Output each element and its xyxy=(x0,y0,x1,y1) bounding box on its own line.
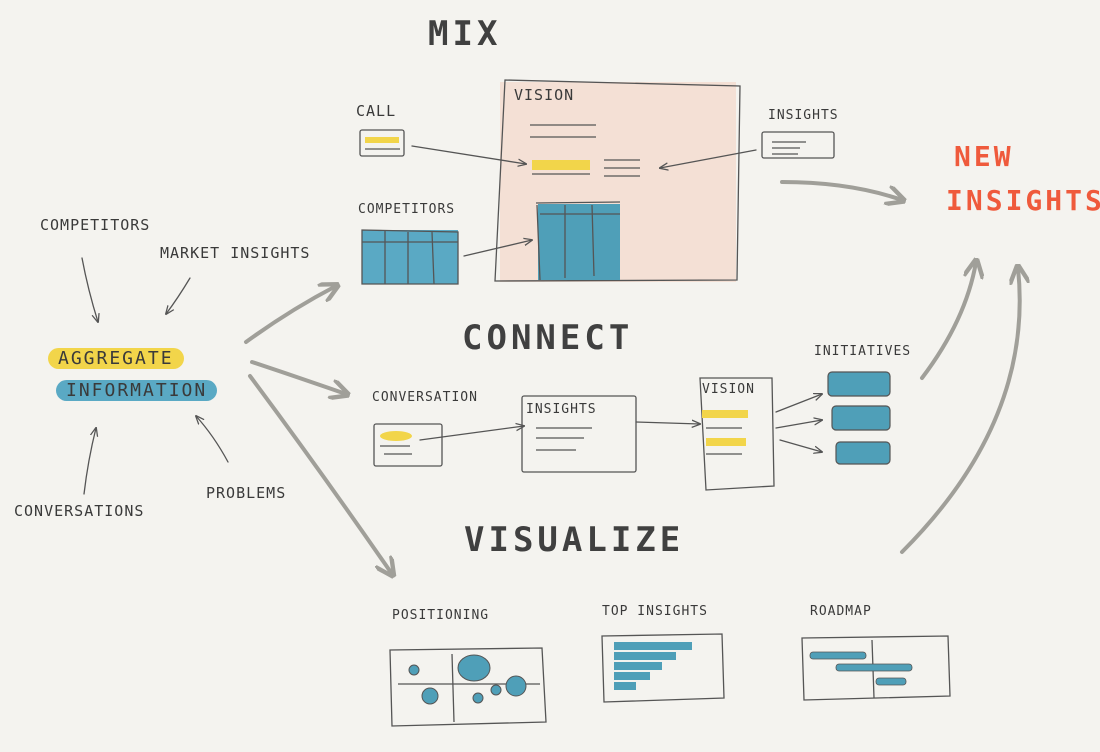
positioning-chart-frame xyxy=(389,647,547,727)
roadmap-chart-frame xyxy=(801,635,951,701)
roadmap-bar xyxy=(809,651,867,660)
mix-vision-label: VISION xyxy=(514,86,575,104)
positioning-dot xyxy=(472,692,484,704)
roadmap-bar xyxy=(835,663,913,672)
top-insights-bar xyxy=(614,672,650,680)
positioning-dot xyxy=(408,664,420,676)
roadmap-bar xyxy=(875,677,907,686)
positioning-dot xyxy=(490,684,502,696)
visualize-roadmap-label: ROADMAP xyxy=(810,604,872,619)
mix-competitors-table xyxy=(362,230,458,284)
source-problems: PROBLEMS xyxy=(206,484,287,502)
conversation-highlight xyxy=(380,431,412,441)
positioning-dot xyxy=(505,675,527,697)
call-card xyxy=(359,129,405,157)
result-new: NEW xyxy=(954,140,1014,173)
arrow-problems xyxy=(196,416,229,463)
mix-competitors-grid xyxy=(361,229,459,285)
arrow-connect-to-new-insights xyxy=(920,262,976,380)
arrow-hub-to-visualize xyxy=(248,374,392,574)
connect-vision-highlight xyxy=(706,438,746,446)
vision-table xyxy=(538,204,620,280)
arrow-insights-to-vision xyxy=(660,149,757,168)
positioning-axis-y xyxy=(451,653,455,723)
arrow-vision-to-initiative-1 xyxy=(775,394,822,413)
hub-aggregate: AGGREGATE xyxy=(48,348,184,369)
mix-call-label: CALL xyxy=(356,102,397,120)
connect-conversation-label: CONVERSATION xyxy=(372,390,478,405)
mix-vision-outline xyxy=(494,79,741,282)
arrow-vision-to-initiative-2 xyxy=(775,420,822,429)
vision-highlight xyxy=(532,160,590,170)
visualize-positioning-label: POSITIONING xyxy=(392,608,490,623)
result-insights: INSIGHTS xyxy=(946,184,1100,217)
arrow-vision-to-initiative-3 xyxy=(779,439,822,452)
top-insights-bar xyxy=(614,642,692,650)
call-highlight xyxy=(365,137,399,143)
hub-information: INFORMATION xyxy=(56,380,218,401)
arrow-insights-to-vision-connect xyxy=(635,422,700,424)
arrow-hub-to-connect xyxy=(250,360,346,394)
arrow-competitors-to-vision xyxy=(463,240,532,257)
mix-insights-label: INSIGHTS xyxy=(768,108,839,123)
arrow-conversations xyxy=(83,428,96,495)
connect-vision-label: VISION xyxy=(702,382,755,397)
connect-vision-highlight xyxy=(702,410,748,418)
top-insights-chart-frame xyxy=(601,633,725,703)
positioning-dot xyxy=(457,654,491,682)
arrow-visualize-to-new-insights xyxy=(900,268,1020,554)
positioning-dot xyxy=(421,687,439,705)
hub-line-2: INFORMATION xyxy=(56,380,218,401)
arrow-hub-to-mix xyxy=(244,286,336,344)
arrow-call-to-vision xyxy=(411,145,526,164)
title-visualize: VISUALIZE xyxy=(464,520,685,560)
visualize-top-insights-label: TOP INSIGHTS xyxy=(602,604,708,619)
title-mix: MIX xyxy=(428,14,502,54)
conversation-card xyxy=(373,423,443,467)
initiative-card-3 xyxy=(835,441,891,465)
initiative-card-2 xyxy=(831,405,891,431)
top-insights-bar xyxy=(614,682,636,690)
top-insights-bar xyxy=(614,662,662,670)
connect-insights-label: INSIGHTS xyxy=(526,402,597,417)
mix-competitors-label: COMPETITORS xyxy=(358,202,456,217)
arrow-market-insights xyxy=(166,277,191,314)
top-insights-bar xyxy=(614,652,676,660)
arrow-mix-to-new-insights xyxy=(780,180,902,200)
initiative-card-1 xyxy=(827,371,891,397)
vision-table-grid xyxy=(535,201,621,281)
mix-insights-card xyxy=(761,131,835,159)
connect-insights-card xyxy=(521,395,637,473)
source-conversations: CONVERSATIONS xyxy=(14,502,145,520)
source-competitors: COMPETITORS xyxy=(40,216,151,234)
arrow-competitors xyxy=(81,257,98,322)
connect-vision-card xyxy=(699,377,775,491)
hub-line-1: AGGREGATE xyxy=(48,348,184,369)
connect-initiatives-label: INITIATIVES xyxy=(814,344,912,359)
source-market-insights: MARKET INSIGHTS xyxy=(160,244,311,262)
title-connect: CONNECT xyxy=(462,318,634,358)
arrow-conversation-to-insights xyxy=(419,426,524,441)
